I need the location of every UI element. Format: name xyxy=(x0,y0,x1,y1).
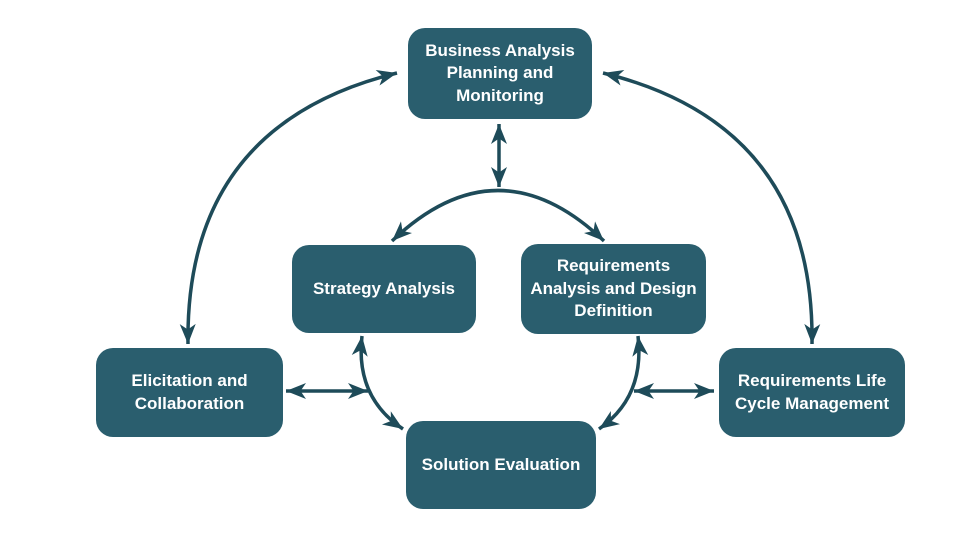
box-business-analysis-planning-and-monitoring: Business Analysis Planning and Monitorin… xyxy=(408,28,592,119)
arrow-strategy-to-radd xyxy=(390,188,606,243)
arrow-strategy-to-solution xyxy=(351,335,404,431)
box-requirements-analysis-and-design-definition: Requirements Analysis and Design Definit… xyxy=(521,244,706,334)
box-label-rlcm: Requirements Life Cycle Management xyxy=(735,371,889,413)
box-label-radd: Requirements Analysis and Design Definit… xyxy=(530,256,697,321)
box-label-elicitation: Elicitation and Collaboration xyxy=(131,371,248,413)
box-label-solution: Solution Evaluation xyxy=(421,454,581,474)
box-label-planning: Business Analysis Planning and Monitorin… xyxy=(425,40,575,105)
box-elicitation-and-collaboration: Elicitation and Collaboration xyxy=(96,348,283,437)
box-strategy-analysis: Strategy Analysis xyxy=(292,245,476,333)
box-requirements-life-cycle-management: Requirements Life Cycle Management xyxy=(719,348,905,437)
arrow-planning-to-elicitation xyxy=(179,70,398,345)
box-solution-evaluation: Solution Evaluation xyxy=(406,421,596,509)
box-label-strategy: Strategy Analysis xyxy=(312,278,456,298)
arrow-radd-to-solution xyxy=(597,335,649,431)
arrow-planning-to-rlcm xyxy=(602,70,821,345)
